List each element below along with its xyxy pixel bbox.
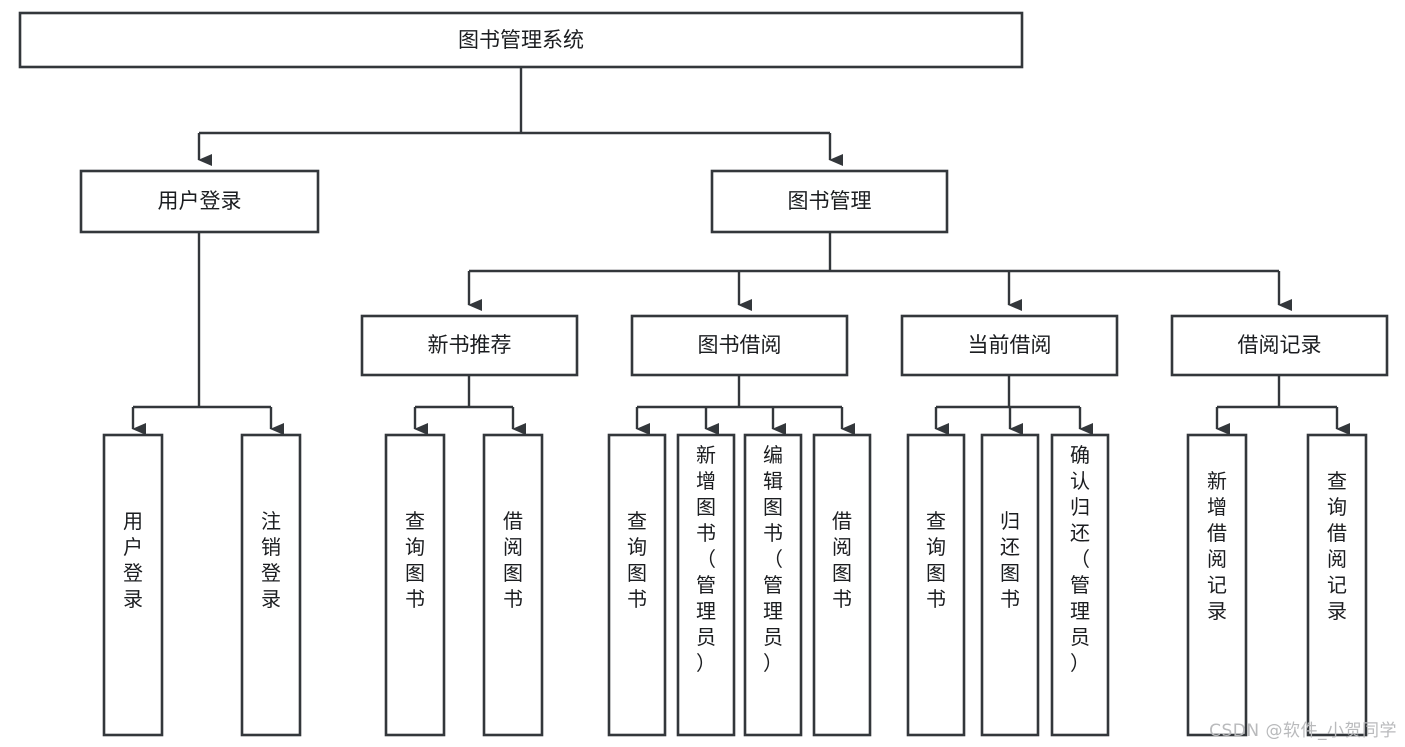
node-leaf-current-query-box[interactable] [906, 433, 966, 737]
node-book-manage-box[interactable] [710, 169, 949, 234]
node-leaf-borrow-edit-box[interactable] [743, 433, 803, 737]
node-leaf-current-return-label: 归还图书 [1000, 509, 1020, 611]
node-new-book-rec-label: 新书推荐 [428, 333, 512, 357]
node-leaf-borrow-query-box[interactable] [607, 433, 667, 737]
node-leaf-borrow-edit-label: 编辑图书（管理员） [763, 443, 783, 675]
node-user-login-label: 用户登录 [158, 189, 242, 213]
node-leaf-current-query-label: 查询图书 [926, 509, 946, 611]
node-leaf-user-logout-label: 注销登录 [261, 509, 281, 611]
node-leaf-borrow-query-label: 查询图书 [627, 509, 647, 611]
node-leaf-rec-borrow-label: 借阅图书 [503, 509, 523, 611]
node-new-book-rec-box[interactable] [360, 314, 579, 377]
node-borrow-record[interactable]: 借阅记录 [1170, 314, 1389, 377]
node-leaf-borrow-lend[interactable]: 借阅图书 [812, 433, 872, 737]
node-book-manage[interactable]: 图书管理 [710, 169, 949, 234]
node-new-book-rec[interactable]: 新书推荐 [360, 314, 579, 377]
node-leaf-record-query-label: 查询借阅记录 [1327, 469, 1347, 623]
node-leaf-rec-query[interactable]: 查询图书 [384, 433, 446, 737]
node-leaf-rec-borrow-box[interactable] [482, 433, 544, 737]
node-leaf-current-query[interactable]: 查询图书 [906, 433, 966, 737]
node-leaf-current-return-box[interactable] [980, 433, 1040, 737]
node-leaf-borrow-edit[interactable]: 编辑图书（管理员） [743, 433, 803, 737]
node-book-borrow-label: 图书借阅 [698, 333, 782, 357]
node-leaf-record-query[interactable]: 查询借阅记录 [1306, 433, 1368, 737]
node-borrow-record-label: 借阅记录 [1238, 333, 1322, 357]
node-leaf-current-confirm[interactable]: 确认归还（管理员） [1050, 433, 1110, 737]
node-root-system-box[interactable] [18, 11, 1024, 69]
node-leaf-borrow-lend-box[interactable] [812, 433, 872, 737]
connector-layer [131, 67, 1350, 435]
node-book-borrow[interactable]: 图书借阅 [630, 314, 849, 377]
node-root-system[interactable]: 图书管理系统 [18, 11, 1024, 69]
node-book-manage-label: 图书管理 [788, 189, 872, 213]
node-book-borrow-box[interactable] [630, 314, 849, 377]
node-borrow-record-box[interactable] [1170, 314, 1389, 377]
node-leaf-borrow-add-label: 新增图书（管理员） [696, 443, 716, 675]
node-user-login-box[interactable] [79, 169, 320, 234]
node-leaf-record-add-box[interactable] [1186, 433, 1248, 737]
node-leaf-rec-query-label: 查询图书 [405, 509, 425, 611]
node-current-borrow[interactable]: 当前借阅 [900, 314, 1119, 377]
node-leaf-user-login[interactable]: 用户登录 [102, 433, 164, 737]
node-leaf-rec-borrow[interactable]: 借阅图书 [482, 433, 544, 737]
node-leaf-borrow-add[interactable]: 新增图书（管理员） [676, 433, 736, 737]
node-leaf-current-confirm-label: 确认归还（管理员） [1070, 443, 1090, 675]
node-leaf-user-logout[interactable]: 注销登录 [240, 433, 302, 737]
node-leaf-rec-query-box[interactable] [384, 433, 446, 737]
node-leaf-record-add[interactable]: 新增借阅记录 [1186, 433, 1248, 737]
node-root-system-label: 图书管理系统 [458, 28, 584, 52]
node-leaf-user-login-label: 用户登录 [123, 509, 143, 611]
node-current-borrow-label: 当前借阅 [968, 333, 1052, 357]
node-leaf-borrow-lend-label: 借阅图书 [832, 509, 852, 611]
node-leaf-record-add-label: 新增借阅记录 [1207, 469, 1227, 623]
node-leaf-borrow-add-box[interactable] [676, 433, 736, 737]
node-leaf-borrow-query[interactable]: 查询图书 [607, 433, 667, 737]
node-current-borrow-box[interactable] [900, 314, 1119, 377]
node-user-login[interactable]: 用户登录 [79, 169, 320, 234]
node-leaf-user-logout-box[interactable] [240, 433, 302, 737]
node-leaf-current-return[interactable]: 归还图书 [980, 433, 1040, 737]
node-leaf-record-query-box[interactable] [1306, 433, 1368, 737]
node-leaf-user-login-box[interactable] [102, 433, 164, 737]
node-leaf-current-confirm-box[interactable] [1050, 433, 1110, 737]
